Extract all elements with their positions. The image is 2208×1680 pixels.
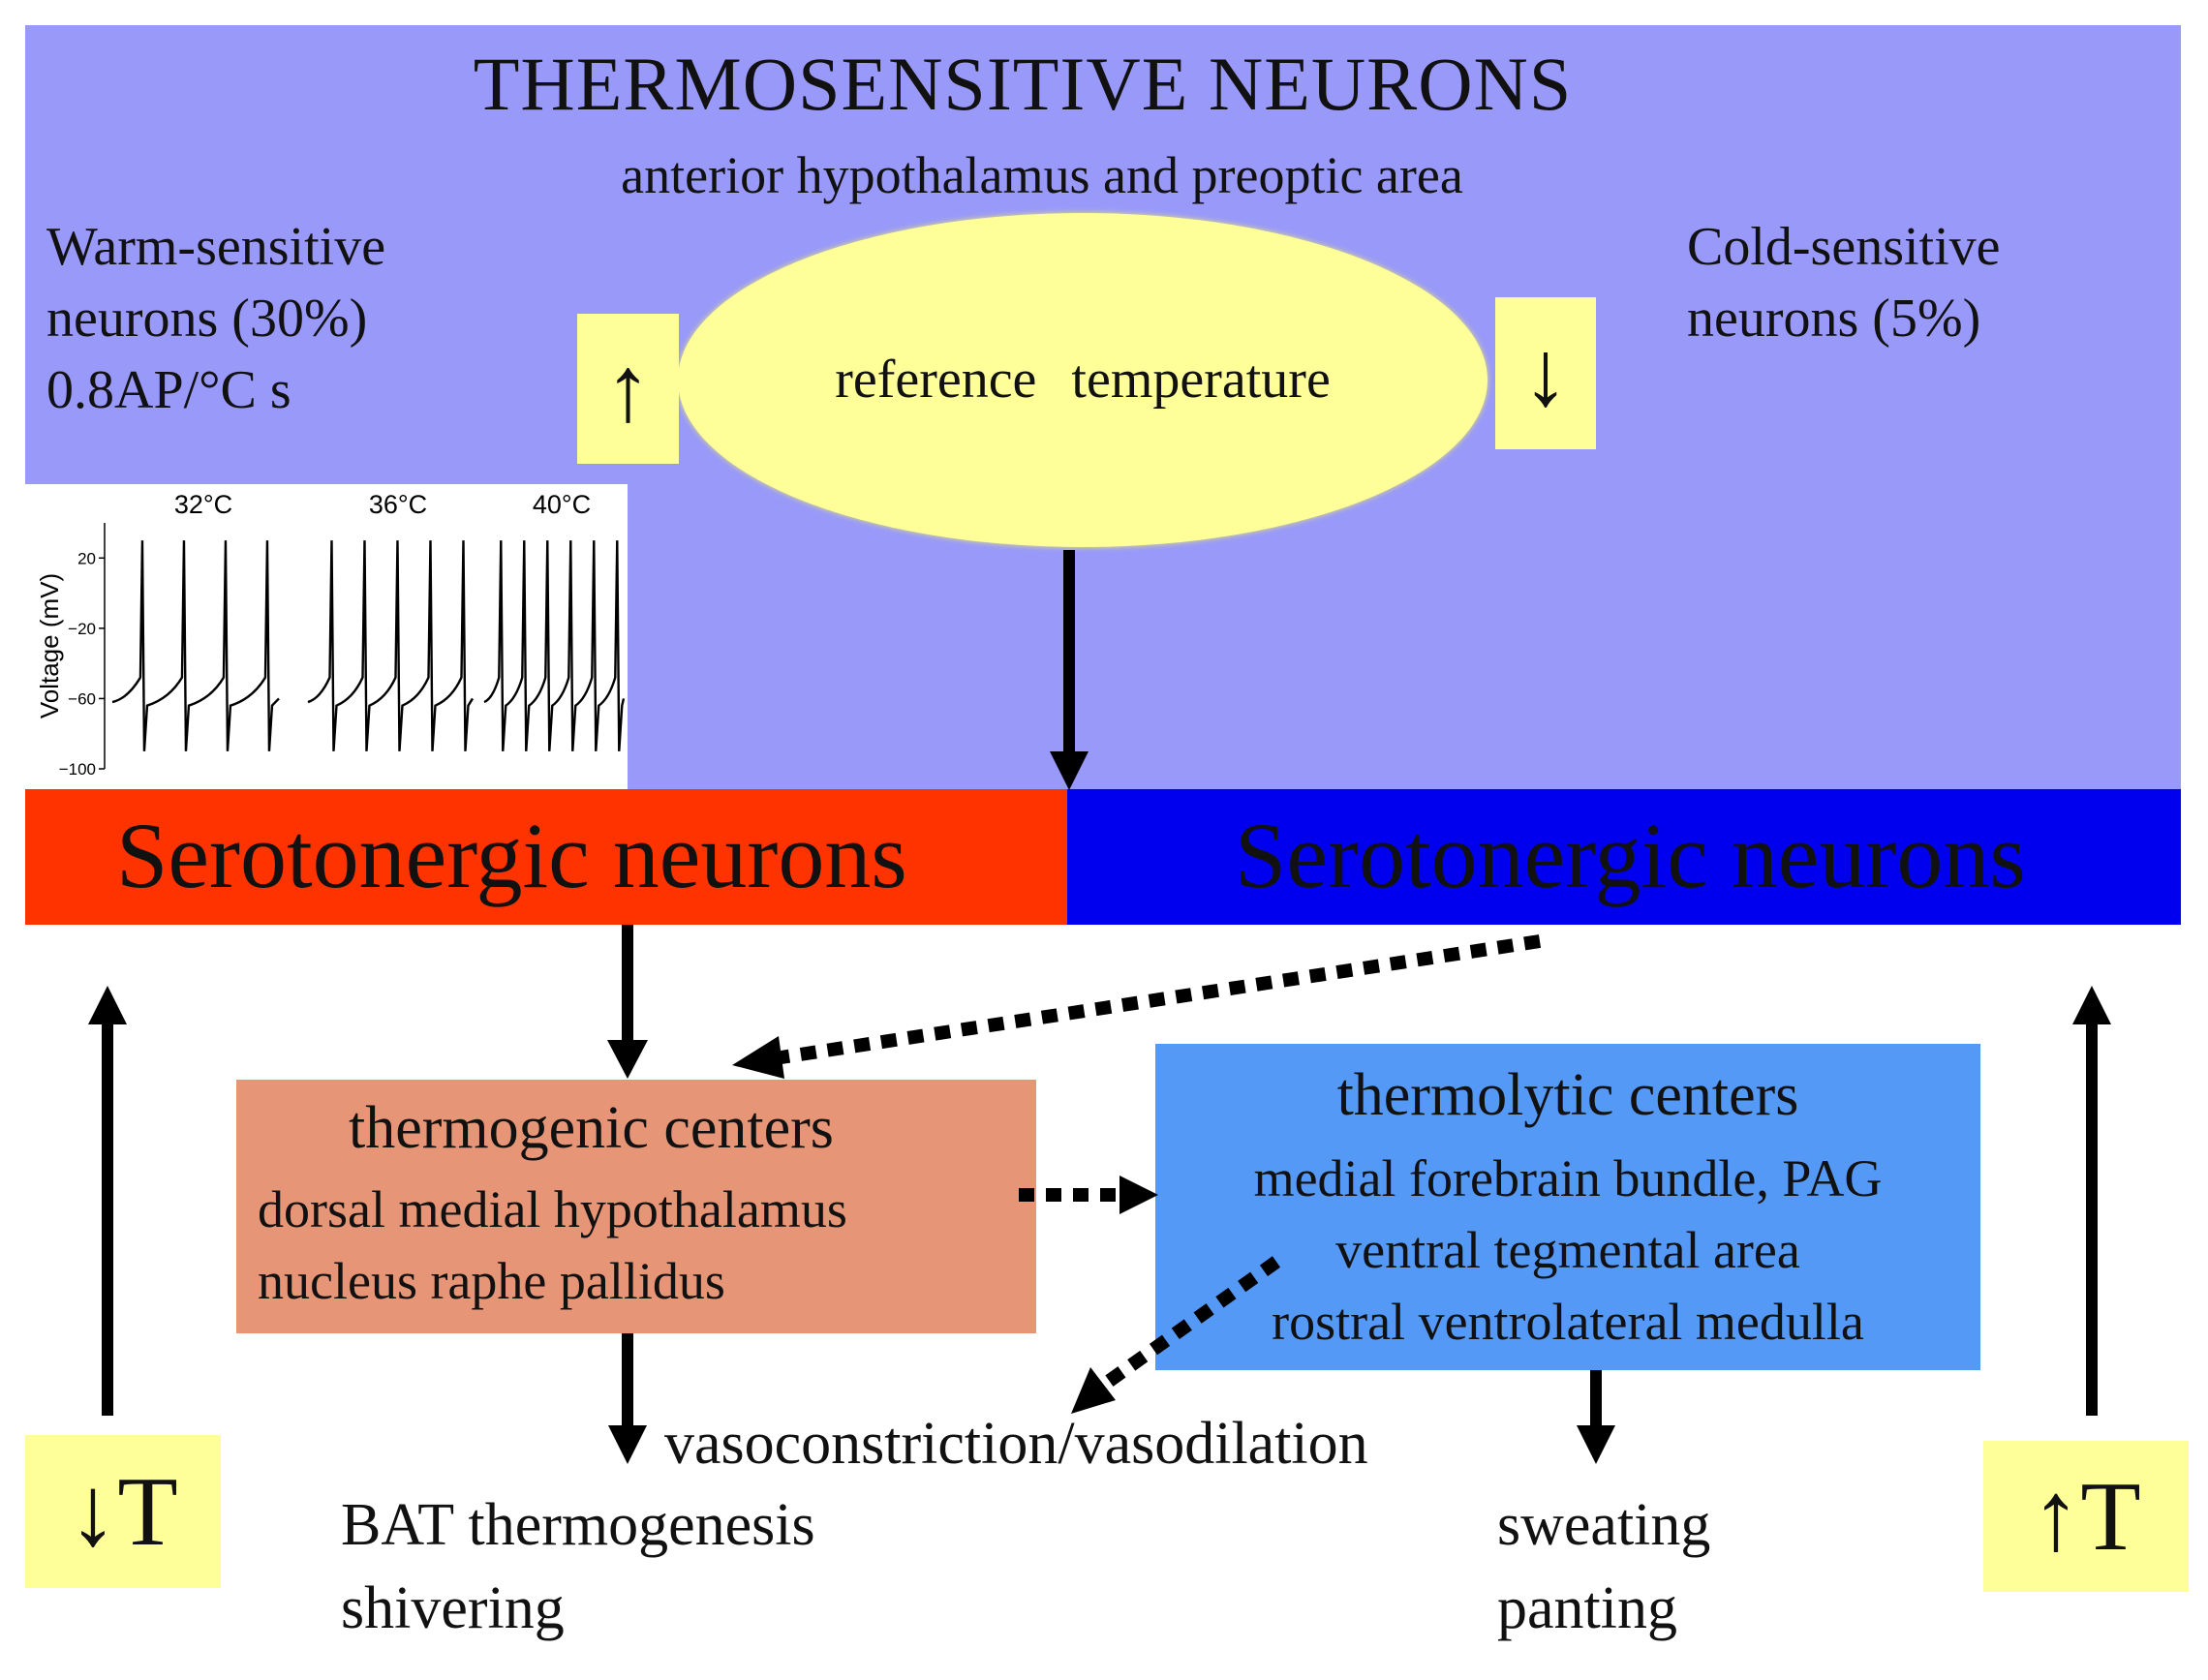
trace-32c <box>111 540 280 751</box>
y-tick-label: −60 <box>68 689 96 708</box>
effect-shivering: shivering <box>341 1575 565 1641</box>
arrow-ellipse-to-serotonergic <box>1050 550 1089 790</box>
diagram-title: THERMOSENSITIVE NEURONS <box>473 42 1573 126</box>
dotted-arrow-thermogenic-to-thermolytic <box>1019 1176 1158 1214</box>
effects-heat-loss: sweating panting <box>1497 1483 1710 1650</box>
warm-line-3: 0.8AP/°C s <box>46 360 291 420</box>
temperature-label: 40°C <box>533 490 591 519</box>
action-potential-plot: Voltage (mV) 20 −20 −60 −100 32°C 36°C 40°C <box>25 484 628 790</box>
effect-panting: panting <box>1497 1575 1677 1641</box>
thermolytic-line-1: medial forebrain bundle, PAG <box>1253 1149 1883 1207</box>
arrow-thermolytic-to-effects <box>1577 1370 1615 1464</box>
temperature-decrease-box: ↓T <box>25 1435 221 1588</box>
thermogenic-line-2: nucleus raphe pallidus <box>258 1252 725 1310</box>
temperature-label: 36°C <box>369 490 427 519</box>
arrow-temperature-increase-up <box>2072 986 2111 1416</box>
arrow-down-icon: ↓ <box>1495 297 1596 449</box>
action-potential-chart: Voltage (mV) 20 −20 −60 −100 32°C 36°C 40°C <box>35 490 626 779</box>
thermolytic-title: thermolytic centers <box>1336 1062 1799 1128</box>
arrow-up-icon: ↑ <box>577 314 679 464</box>
trace-36c <box>307 540 475 751</box>
thermolytic-text: medial forebrain bundle, PAG ventral teg… <box>1155 1143 1980 1358</box>
reference-temperature-label: reference temperature <box>835 350 1331 410</box>
temperature-label: 32°C <box>174 490 232 519</box>
arrow-temperature-decrease-up <box>88 986 127 1416</box>
serotonergic-neurons-left-label: Serotonergic neurons <box>116 804 907 907</box>
effect-bat-thermogenesis: BAT thermogenesis <box>341 1492 815 1558</box>
thermogenic-title: thermogenic centers <box>349 1095 834 1161</box>
warm-sensitive-text: Warm-sensitive neurons (30%) 0.8AP/°C s <box>46 211 385 426</box>
serotonergic-cold-bar <box>1067 789 2181 925</box>
vaso-label: vasoconstriction/vasodilation <box>664 1411 1368 1477</box>
trace-40c <box>483 540 626 751</box>
thermolytic-line-3: rostral ventrolateral medulla <box>1272 1293 1864 1351</box>
y-axis-label: Voltage (mV) <box>35 573 64 718</box>
arrow-serotonergic-to-thermogenic <box>607 925 648 1079</box>
warm-line-1: Warm-sensitive <box>46 217 386 277</box>
arrow-thermogenic-to-effects <box>608 1333 647 1464</box>
reference-temperature-ellipse <box>678 213 1487 547</box>
effect-sweating: sweating <box>1497 1492 1711 1558</box>
y-tick-label: 20 <box>77 549 96 567</box>
effects-heat-gain: BAT thermogenesis shivering <box>341 1483 815 1650</box>
cold-line-1: Cold-sensitive <box>1687 217 2001 277</box>
region-subtitle: anterior hypothalamus and preoptic area <box>621 146 1463 204</box>
thermolytic-line-2: ventral tegmental area <box>1335 1221 1800 1279</box>
thermogenic-text: dorsal medial hypothalamus nucleus raphe… <box>258 1174 847 1317</box>
y-tick-label: −20 <box>68 620 96 638</box>
warm-line-2: neurons (30%) <box>46 289 368 349</box>
thermolytic-centers-box <box>1155 1044 1980 1370</box>
temperature-increase-box: ↑T <box>1983 1441 2189 1592</box>
thermogenic-centers-box <box>236 1080 1036 1333</box>
dotted-arrow-thermolytic-to-vaso <box>1071 1256 1281 1414</box>
dotted-arrow-serotonergic-to-thermogenic <box>732 934 1542 1079</box>
serotonergic-warm-bar <box>25 789 1067 925</box>
thermogenic-line-1: dorsal medial hypothalamus <box>258 1180 847 1238</box>
cold-sensitive-text: Cold-sensitive neurons (5%) <box>1687 211 2001 354</box>
cold-line-2: neurons (5%) <box>1687 289 1981 349</box>
serotonergic-neurons-right-label: Serotonergic neurons <box>1235 804 2026 907</box>
y-tick-label: −100 <box>59 760 96 779</box>
